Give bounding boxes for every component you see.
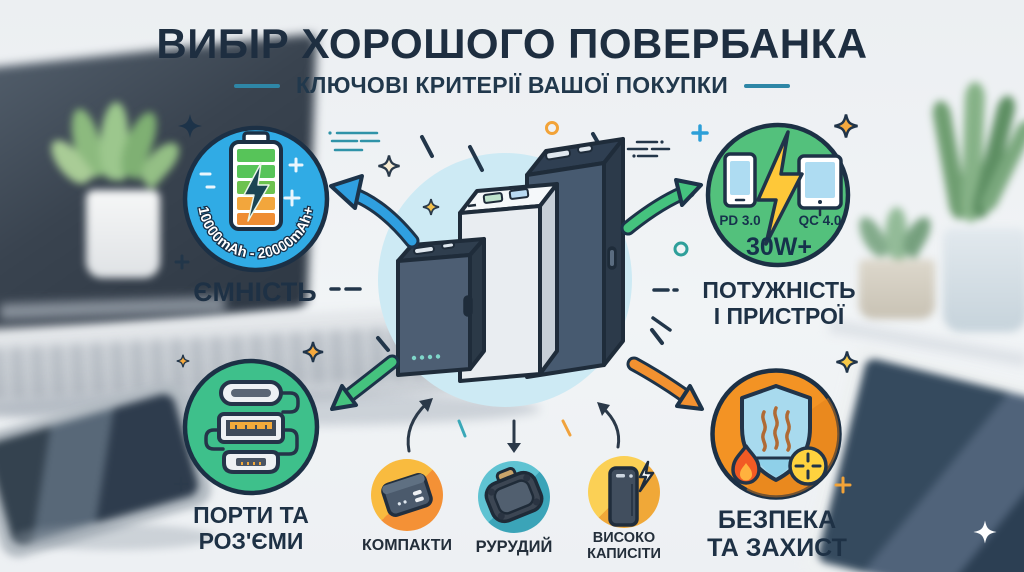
arrow-to-power [620, 178, 703, 236]
high-capacity-powerbank-icon [608, 460, 655, 527]
phone-shadow [14, 524, 214, 550]
plant-left [44, 101, 202, 327]
compact-chip [371, 459, 443, 531]
qc-text: QC 4.0 [799, 213, 842, 228]
ports-badge [182, 358, 320, 496]
capacity-label: ЄМНІСТЬ [193, 277, 317, 307]
arrow-to-capacity [329, 174, 420, 249]
power-label-line2: І ПРИСТРОЇ [713, 302, 845, 329]
arrow-to-ports [330, 354, 400, 411]
compact-powerbank-icon [381, 473, 433, 517]
power-label-line1: ПОТУЖНІСТЬ [702, 277, 856, 303]
pd-text: PD 3.0 [719, 213, 760, 228]
safety-label-line1: БЕЗПЕКА [717, 506, 837, 534]
heat-waves-icon [761, 406, 791, 452]
rugged-powerbank-icon [484, 466, 544, 524]
speed-lines-teal [328, 131, 381, 152]
high-capacity-label: ВИСОКО КАПИСІТИ [569, 530, 679, 562]
high-capacity-chip [588, 456, 660, 528]
lightning-icon [638, 460, 655, 493]
battery-icon [229, 131, 283, 231]
page-subtitle: КЛЮЧОВІ КРИТЕРІЇ ВАШОЇ ПОКУПКИ [295, 72, 729, 98]
rugged-label: РУРУДИЙ [475, 538, 553, 556]
high-capacity-label-line2: КАПИСІТИ [587, 546, 661, 563]
safety-label: БЕЗПЕКА ТА ЗАХИСТ [682, 506, 872, 562]
usb-c-port-icon [219, 380, 283, 406]
short-circuit-icon [788, 446, 828, 486]
micro-usb-port-icon [222, 450, 280, 474]
ports-label-line1: ПОРТИ ТА [193, 502, 309, 528]
badge-plus-minus-doodles [199, 157, 304, 207]
phone-icon [723, 152, 757, 208]
plant-succulent [845, 205, 957, 330]
lightning-icon [756, 130, 804, 246]
connector-arrows [406, 398, 621, 453]
power-badge: PD 3.0 QC 4.0 30W+ [705, 122, 851, 268]
safety-label-line2: ТА ЗАХИСТ [707, 534, 847, 562]
high-capacity-label-line1: ВИСОКО [592, 530, 656, 546]
usb-a-port-icon [217, 412, 285, 444]
compact-label: КОМПАКТИ [361, 537, 453, 554]
plant-snake [930, 81, 1024, 347]
capacity-badge: 10000mAh - 20000mAh+ [174, 125, 330, 273]
led-dots [411, 354, 441, 361]
port-connector-lines [204, 391, 300, 456]
speed-lines-dark [626, 140, 671, 158]
subtitle-dash-right [744, 83, 791, 88]
power-label: ПОТУЖНІСТЬ І ПРИСТРОЇ [669, 277, 889, 330]
arrow-to-safety [626, 356, 704, 411]
powerbank-small [396, 237, 486, 377]
badge-navy-plus [174, 254, 190, 270]
ports-label-line2: РОЗ'ЄМИ [198, 527, 304, 554]
rugged-chip [478, 461, 550, 533]
safety-badge [710, 368, 842, 500]
tablet-icon [797, 154, 843, 217]
flame-icon [731, 444, 761, 485]
subtitle-dash-left [233, 83, 280, 88]
lightning-icon [243, 162, 270, 222]
watt-text: 30W+ [746, 233, 812, 261]
page-title: ВИБІР ХОРОШОГО ПОВЕРБАНКА [156, 20, 868, 67]
doodles [173, 121, 852, 494]
ports-label: ПОРТИ ТА РОЗ'ЄМИ [156, 502, 346, 555]
subtitle-row: КЛЮЧОВІ КРИТЕРІЇ ВАШОЇ ПОКУПКИ [0, 72, 1024, 99]
